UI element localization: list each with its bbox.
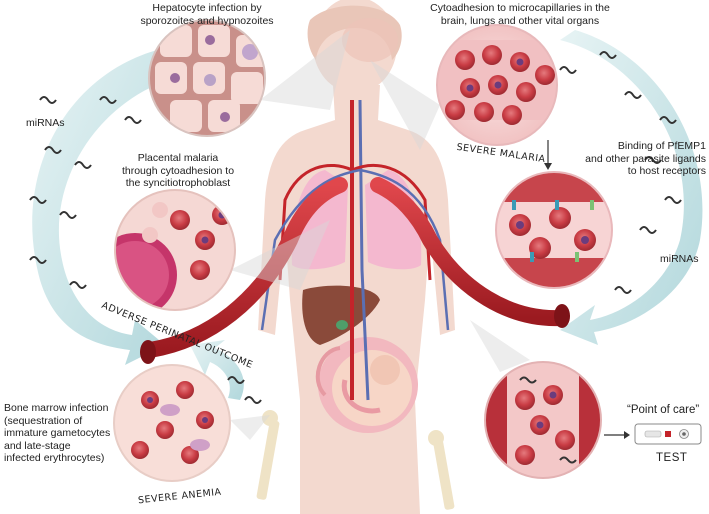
blood-vessels xyxy=(260,99,450,401)
label-mirnas-left: miRNAs xyxy=(26,117,65,129)
left-teal-arrow xyxy=(32,48,175,365)
label-bone-marrow: Bone marrow infection (sequestration of … xyxy=(4,402,111,464)
label-cytoadhesion: Cytoadhesion to microcapillaries in the … xyxy=(430,2,610,27)
circle-bloodstream-sample xyxy=(484,361,602,479)
severe-to-binding-arrow xyxy=(544,140,552,170)
label-placental-malaria: Placental malaria through cytoadhesion t… xyxy=(121,152,235,189)
test-arrow xyxy=(604,431,630,439)
label-point-of-care: “Point of care” xyxy=(627,404,700,416)
circle-hepatocyte-infection xyxy=(148,19,266,137)
circle-severe-malaria xyxy=(436,24,558,146)
label-binding-receptors: Binding of PfEMP1 and other parasite lig… xyxy=(585,140,706,177)
red-vessel-right xyxy=(370,177,570,328)
label-hepatocyte-infection: Hepatocyte infection by sporozoites and … xyxy=(140,2,274,27)
rapid-test-cassette xyxy=(634,423,702,445)
callout-connectors xyxy=(230,30,530,440)
liver xyxy=(302,285,380,345)
mirna-glyphs xyxy=(29,51,682,404)
circle-bone-marrow xyxy=(113,364,231,482)
femur-bone xyxy=(256,410,455,510)
right-teal-arrow xyxy=(560,30,703,345)
bottom-teal-arrow xyxy=(190,340,244,400)
label-test: TEST xyxy=(656,452,688,464)
label-mirnas-right: miRNAs xyxy=(660,253,699,265)
red-vessel-left xyxy=(140,177,348,364)
circle-placental-malaria xyxy=(114,189,236,311)
circle-binding-receptors xyxy=(495,171,613,289)
